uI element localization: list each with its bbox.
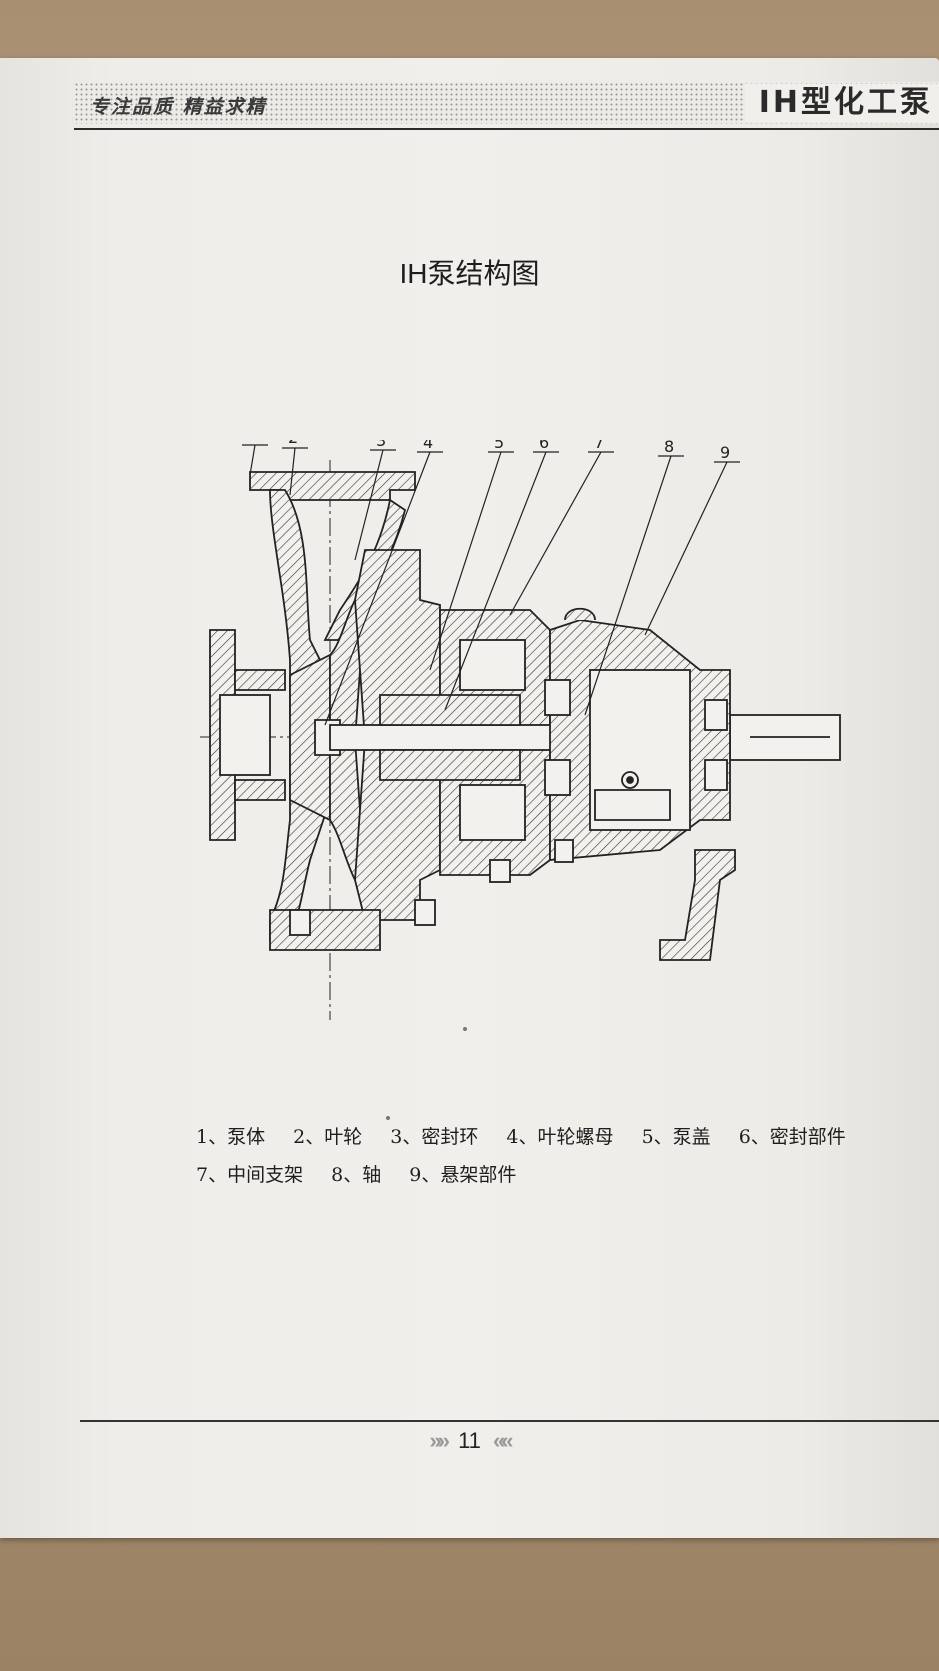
page-number: 11	[458, 1428, 481, 1453]
callout-5: 5	[494, 440, 504, 452]
footer-left-marker: »»	[429, 1428, 450, 1453]
header-rule	[74, 128, 939, 130]
callout-1: 1	[248, 440, 258, 444]
callout-6: 6	[539, 440, 549, 452]
legend-item: 3、密封环	[390, 1126, 479, 1148]
paper-speck	[386, 1116, 390, 1120]
legend-item: 9、悬架部件	[409, 1164, 517, 1186]
legend-item: 8、轴	[331, 1164, 382, 1186]
callout-9: 9	[720, 443, 730, 462]
legend-item: 6、密封部件	[738, 1126, 846, 1148]
legend-item: 4、叶轮螺母	[506, 1126, 614, 1148]
page-title: IH泵结构图	[399, 258, 540, 289]
callout-7: 7	[594, 440, 604, 452]
legend-line-1: 1、泵体 2、叶轮 3、密封环 4、叶轮螺母 5、泵盖 6、密封部件	[196, 1118, 916, 1156]
legend-item: 7、中间支架	[196, 1164, 304, 1186]
header-slogan: 专注品质 精益求精	[90, 96, 267, 118]
header-series-title: IH型化工泵	[744, 84, 939, 122]
legend-item: 2、叶轮	[293, 1126, 363, 1148]
pump-structure-drawing: 1 2 3 4 5 6 7 8 9	[200, 440, 841, 1020]
legend-item: 5、泵盖	[641, 1126, 711, 1148]
page-footer: »» 11 ««	[0, 1428, 939, 1454]
callout-3: 3	[376, 440, 386, 450]
footer-right-marker: ««	[493, 1428, 514, 1453]
legend-line-2: 7、中间支架 8、轴 9、悬架部件	[196, 1156, 916, 1194]
footer-rule	[80, 1420, 939, 1422]
parts-legend: 1、泵体 2、叶轮 3、密封环 4、叶轮螺母 5、泵盖 6、密封部件 7、中间支…	[196, 1118, 916, 1194]
callout-2: 2	[288, 440, 298, 447]
callout-4: 4	[423, 440, 433, 452]
paper-speck	[463, 1027, 467, 1031]
callout-8: 8	[664, 440, 674, 456]
legend-item: 1、泵体	[196, 1126, 266, 1148]
